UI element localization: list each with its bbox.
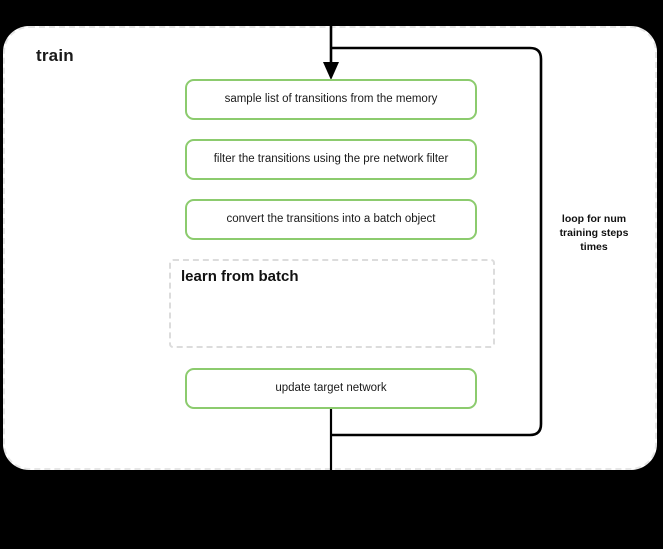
loop-label-line-3: times <box>580 240 608 253</box>
step-label-filter: filter the transitions using the pre net… <box>213 152 449 165</box>
loop-annotation-label: loop for num training steps times <box>546 213 642 255</box>
block-title-train: train <box>36 46 74 65</box>
sub-block-learn-from-batch[interactable] <box>169 259 495 348</box>
step-label-sample: sample list of transitions from the memo… <box>224 92 438 105</box>
step-box-convert[interactable]: convert the transitions into a batch obj… <box>185 199 477 240</box>
loop-label-line-1: loop for num <box>561 213 627 225</box>
sub-block-title-learn-from-batch: learn from batch <box>181 268 299 285</box>
step-box-sample[interactable]: sample list of transitions from the memo… <box>185 79 477 120</box>
step-label-convert: convert the transitions into a batch obj… <box>226 212 436 225</box>
step-box-filter[interactable]: filter the transitions using the pre net… <box>185 139 477 180</box>
step-box-update-target-network[interactable]: update target network <box>185 368 477 409</box>
step-label-update: update target network <box>275 381 387 394</box>
loop-label-line-2: training steps <box>559 226 629 239</box>
